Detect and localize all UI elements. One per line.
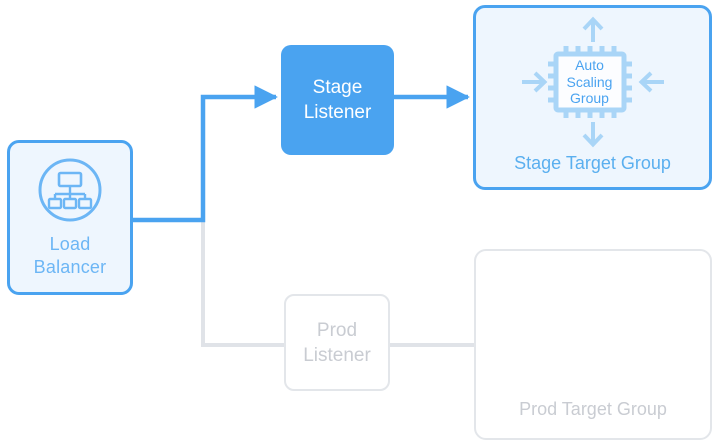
load-balancer-icon [37,157,103,223]
node-stage-target-group[interactable]: Auto Scaling Group Stage Target Group [473,5,712,190]
node-prod-target-group[interactable]: Prod Target Group [474,249,712,440]
prod-listener-label: Prod Listener [303,318,371,368]
connector-lb-to-prod-listener [201,220,284,347]
prod-listener-label-line2: Listener [303,344,371,366]
asg-label-line3: Group [570,90,609,107]
asg-label-line1: Auto [575,57,604,74]
load-balancer-label-line2: Balancer [33,256,107,277]
load-balancer-label-line1: Load [49,233,91,254]
stage-listener-label-line1: Stage [312,77,363,98]
stage-target-group-label: Stage Target Group [514,153,671,173]
node-prod-listener[interactable]: Prod Listener [284,294,390,391]
connector-lb-to-stage-listener [133,85,278,223]
prod-listener-label-line1: Prod [316,319,358,341]
asg-label-line2: Scaling [566,73,613,90]
auto-scaling-chip-icon [521,16,664,148]
load-balancer-label: Load Balancer [34,233,107,279]
stage-listener-label: Stage Listener [304,75,372,125]
node-load-balancer[interactable]: Load Balancer [7,140,133,295]
stage-listener-label-line2: Listener [303,102,372,123]
auto-scaling-group-inner-label: Auto Scaling Group [556,54,624,110]
prod-target-group-label: Prod Target Group [519,399,667,419]
auto-scaling-group-icon-wrap: Auto Scaling Group [518,16,668,148]
node-stage-listener[interactable]: Stage Listener [281,45,394,155]
